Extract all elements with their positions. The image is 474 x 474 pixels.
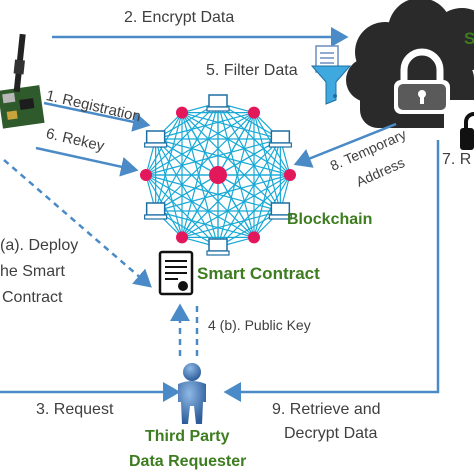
mesh-link (181, 112, 281, 212)
computer-icon (144, 130, 168, 148)
request-label: 3. Request (36, 401, 114, 418)
mesh-link (181, 174, 219, 238)
blockchain-node (140, 169, 152, 181)
retrieve-label-line1: 9. Retrieve and (272, 401, 381, 418)
computer-icon (206, 94, 230, 112)
padlock-icon (394, 48, 450, 114)
mesh-link (217, 174, 255, 238)
iot-device-icon (0, 33, 45, 129)
mesh-link (181, 112, 219, 248)
deploy-label-line2: he Smart (0, 263, 65, 280)
retrieve-path (223, 140, 440, 402)
blockchain-node (176, 231, 188, 244)
funnel-icon (310, 65, 352, 105)
mesh-link (145, 174, 281, 212)
blockchain-title: Blockchain (287, 211, 373, 228)
mesh-link (217, 112, 255, 248)
mesh-link (217, 112, 255, 176)
blockchain-node (248, 231, 260, 244)
public-key-label: 4 (b). Public Key (208, 317, 311, 333)
rekey-arrow (35, 146, 139, 177)
computer-icon (144, 202, 168, 220)
mesh-link (155, 174, 219, 212)
computer-icon (206, 238, 230, 256)
smart-contract-title: Smart Contract (197, 264, 320, 283)
temporary-address-arrow (293, 122, 397, 168)
data-requester-title: Data Requester (129, 453, 247, 470)
blockchain-node (284, 169, 296, 181)
blockchain-node (176, 106, 188, 119)
mesh-link (155, 112, 255, 212)
computer-icon (268, 202, 292, 220)
mesh-link (181, 102, 219, 238)
deploy-label-line1: (a). Deploy (0, 237, 79, 254)
blockchain-node (248, 106, 260, 119)
blockchain-center-node (209, 166, 227, 184)
mesh-link (181, 138, 281, 238)
mesh-link (217, 102, 255, 238)
mesh-link (155, 138, 255, 238)
step7-label: 7. R (442, 151, 472, 168)
mesh-link (217, 174, 281, 212)
cloud-title: S (464, 29, 474, 48)
registration-arrow (43, 101, 151, 132)
mesh-link (155, 112, 183, 212)
blockchain-network (140, 94, 296, 256)
mesh-link (181, 112, 219, 176)
mesh-link (155, 138, 183, 238)
padlock-icon-small (460, 112, 474, 150)
mesh-link (155, 174, 291, 212)
cloud-icon (346, 0, 474, 130)
person-icon (178, 363, 206, 424)
filter-data-label: 5. Filter Data (206, 62, 298, 79)
mesh-link (181, 112, 281, 140)
computer-icon (268, 130, 292, 148)
contract-icon (158, 250, 194, 296)
encrypt-data-label: 2. Encrypt Data (124, 9, 235, 26)
retrieve-label-line2: Decrypt Data (284, 425, 378, 442)
mesh-link (155, 138, 291, 176)
third-party-title: Third Party (145, 428, 230, 445)
mesh-link (145, 138, 281, 176)
deploy-label-line3: Contract (2, 289, 63, 306)
